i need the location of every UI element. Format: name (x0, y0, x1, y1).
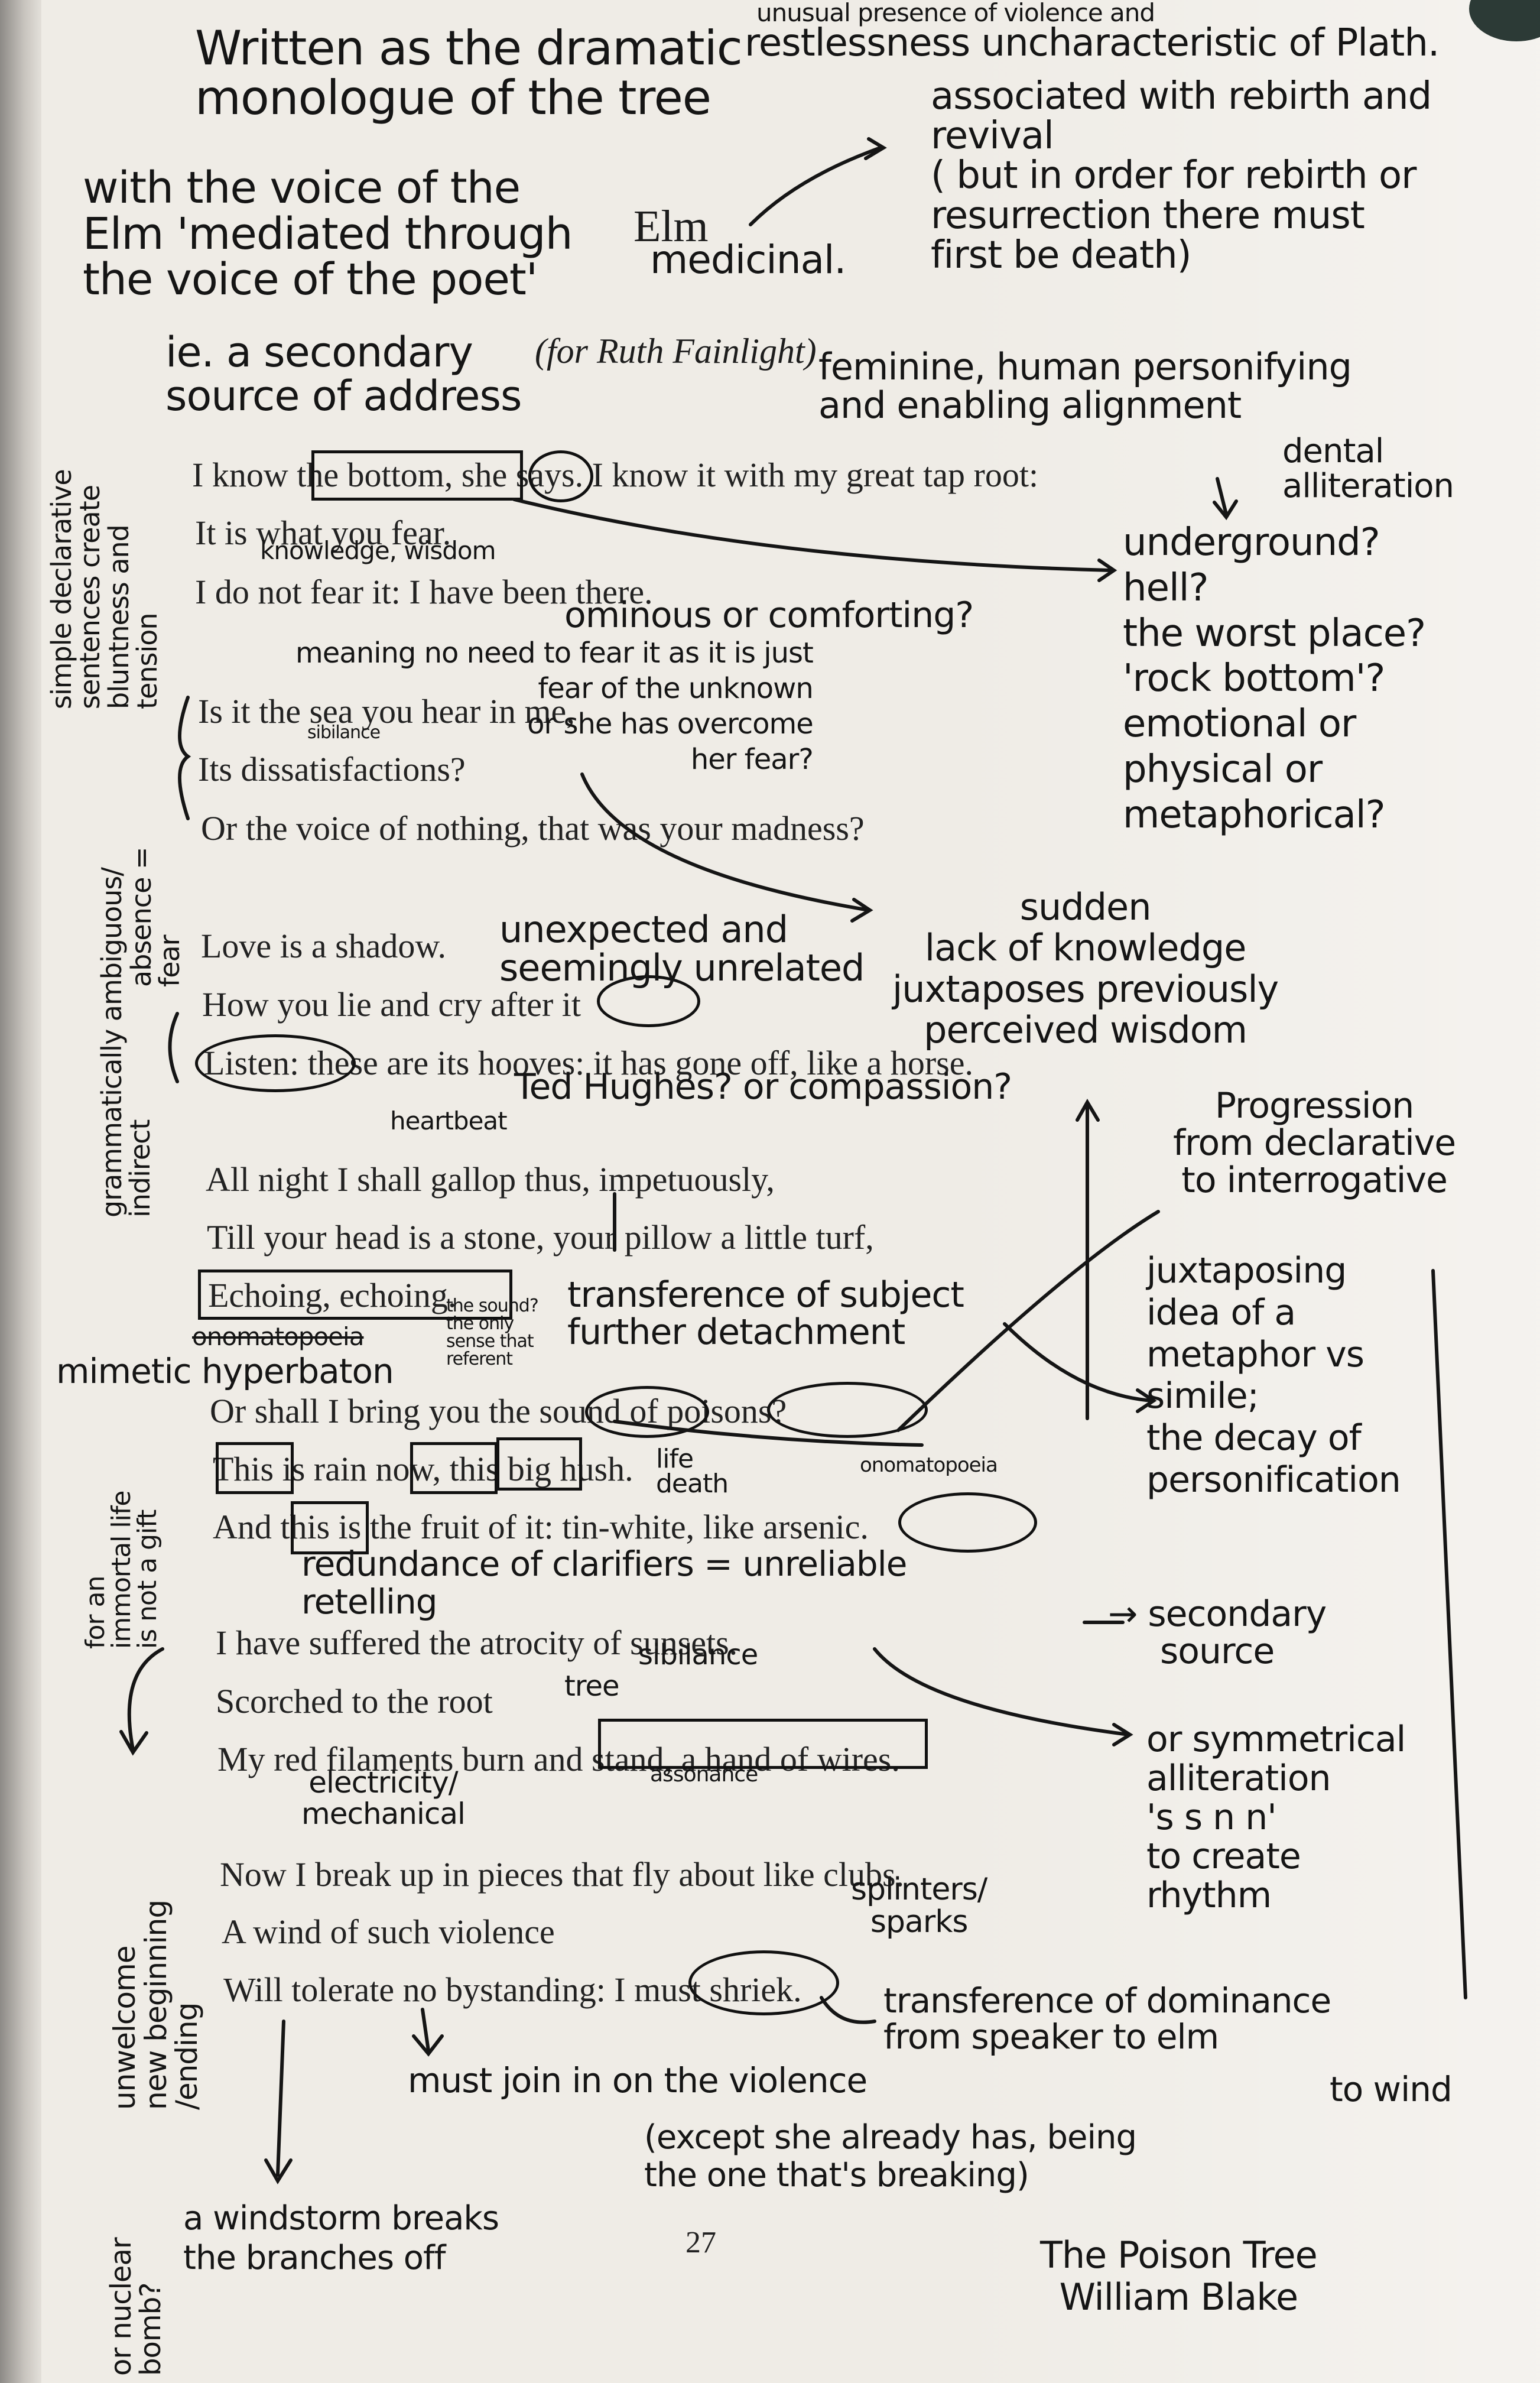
annotation-windstorm: a windstorm breaks the branches off (183, 2199, 499, 2278)
poem-line: How you lie and cry after it (202, 985, 581, 1024)
annotation-rebirth: associated with rebirth and revival ( bu… (931, 74, 1432, 277)
annotation-left-mortal: for an immortal life is not a gift (80, 1491, 163, 1649)
poem-line: All night I shall gallop thus, impetuous… (206, 1160, 775, 1199)
circle-listen (195, 1034, 356, 1092)
annotation-assonance: assonance (650, 1762, 758, 1787)
poem-line: I do not fear it: I have been there. (195, 573, 653, 611)
annotation-ted: Ted Hughes? or compassion? (514, 1066, 1012, 1108)
circle-she (528, 450, 593, 502)
annotation-to-wind: to wind (1330, 2069, 1453, 2109)
box-this (216, 1442, 294, 1494)
annotation-restlessness: restlessness uncharacteristic of Plath. (745, 21, 1440, 65)
poem-line: Scorched to the root (216, 1682, 493, 1720)
annotation-onomatopoeia-2: onomatopoeia (860, 1453, 998, 1477)
poem-line: Echoing, echoing. (208, 1276, 457, 1314)
poem-line: It is what you fear. (195, 514, 451, 552)
circle-after-it (597, 975, 700, 1027)
poem-line: I have suffered the atrocity of sunsets. (216, 1624, 738, 1662)
annotation-heartbeat: heartbeat (390, 1106, 508, 1135)
circle-sound (585, 1386, 709, 1438)
annotation-electricity: electricity/ mechanical (301, 1765, 466, 1831)
book-gutter-shadow (0, 0, 41, 2383)
annotation-must-join: must join in on the violence (408, 2060, 868, 2100)
poem-line: I know the bottom, she says. I know it w… (192, 456, 1039, 494)
annotation-redundance: redundance of clarifiers = unreliable re… (301, 1544, 907, 1622)
annotation-secondary: ie. a secondary source of address (165, 328, 522, 420)
annotation-sound-q: the sound? the only sense that referent (446, 1296, 539, 1369)
annotation-sibilance-2: sibilance (638, 1638, 758, 1671)
box-echoing (198, 1270, 512, 1320)
annotation-unexpected: unexpected and seemingly unrelated (499, 908, 865, 990)
annotation-secondary-source: → secondary source (1108, 1593, 1327, 1672)
poem-line: My red filaments burn and stand, a hand … (217, 1740, 900, 1778)
annotation-mimetic: mimetic hyperbaton (56, 1351, 394, 1391)
poem-line: A wind of such violence (222, 1913, 555, 1951)
annotation-medicinal: medicinal. (650, 237, 846, 283)
annotation-poison-tree: The Poison Tree William Blake (1040, 2233, 1318, 2319)
annotation-tree: tree (564, 1670, 620, 1703)
annotation-left-simple: simple declarative sentences create blun… (46, 469, 163, 709)
annotation-onomatopoeia-struck: onomatopoeia (192, 1322, 364, 1351)
poem-dedication: (for Ruth Fainlight) (535, 332, 817, 371)
poem-line: And this is the fruit of it: tin-white, … (213, 1508, 869, 1546)
annotation-life-death: life death (656, 1444, 729, 1499)
annotation-left-nuclear: or nuclear bomb? (105, 2238, 168, 2376)
annotation-meaning: meaning no need to fear it as it is just… (295, 637, 814, 776)
poem-line: Now I break up in pieces that fly about … (220, 1855, 905, 1894)
poem-title: Elm (633, 202, 709, 251)
poem-line: This is rain now, this big hush. (213, 1450, 633, 1488)
annotation-voice: with the voice of the Elm 'mediated thro… (83, 163, 573, 306)
circle-poisons (767, 1382, 928, 1438)
poem-line: Its dissatisfactions? (198, 750, 466, 788)
annotation-top-cut: unusual presence of violence and (756, 0, 1155, 27)
circle-i-must (688, 1950, 839, 2015)
box-this-2 (496, 1437, 582, 1491)
annotation-juxtaposing: juxtaposing idea of a metaphor vs simile… (1146, 1250, 1401, 1501)
poem-line: Is it the sea you hear in me, (198, 692, 575, 731)
annotation-transference-subject: transference of subject further detachme… (567, 1274, 964, 1353)
annotation-sibilance-1: sibilance (307, 722, 381, 743)
annotation-knowledge: knowledge, wisdom (260, 536, 496, 565)
annotation-ominous: ominous or comforting? (564, 595, 974, 636)
box-the-bottom (311, 450, 523, 501)
box-and-stand (598, 1719, 928, 1769)
annotation-transference-dominance: transference of dominance from speaker t… (883, 1981, 1331, 2057)
annotation-splinters: splinters/ sparks (851, 1872, 987, 1940)
page-number: 27 (685, 2226, 716, 2259)
annotation-left-unwelcome: unwelcome new beginning /ending (108, 1900, 204, 2110)
annotation-symmetrical: or symmetrical alliteration 's s n n' to… (1146, 1719, 1406, 1916)
annotation-sudden: sudden lack of knowledge juxtaposes prev… (892, 885, 1279, 1052)
box-this-3 (291, 1501, 369, 1554)
annotation-underground: underground? hell? the worst place? 'roc… (1123, 521, 1426, 837)
annotation-feminine: feminine, human personifying and enablin… (818, 345, 1352, 427)
circle-arsenic (898, 1492, 1037, 1553)
annotation-left-absence: absence = fear (125, 847, 186, 987)
annotation-intro: Written as the dramatic monologue of the… (195, 21, 743, 125)
annotation-except: (except she already has, being the one t… (644, 2118, 1137, 2195)
poem-line: Till your head is a stone, your pillow a… (207, 1218, 874, 1257)
poem-line: Or the voice of nothing, that was your m… (201, 809, 865, 848)
box-now (410, 1442, 498, 1494)
poem-line: Love is a shadow. (201, 927, 447, 965)
annotation-progression: Progression from declarative to interrog… (1173, 1085, 1456, 1201)
annotation-dental: dental alliteration (1282, 432, 1454, 505)
